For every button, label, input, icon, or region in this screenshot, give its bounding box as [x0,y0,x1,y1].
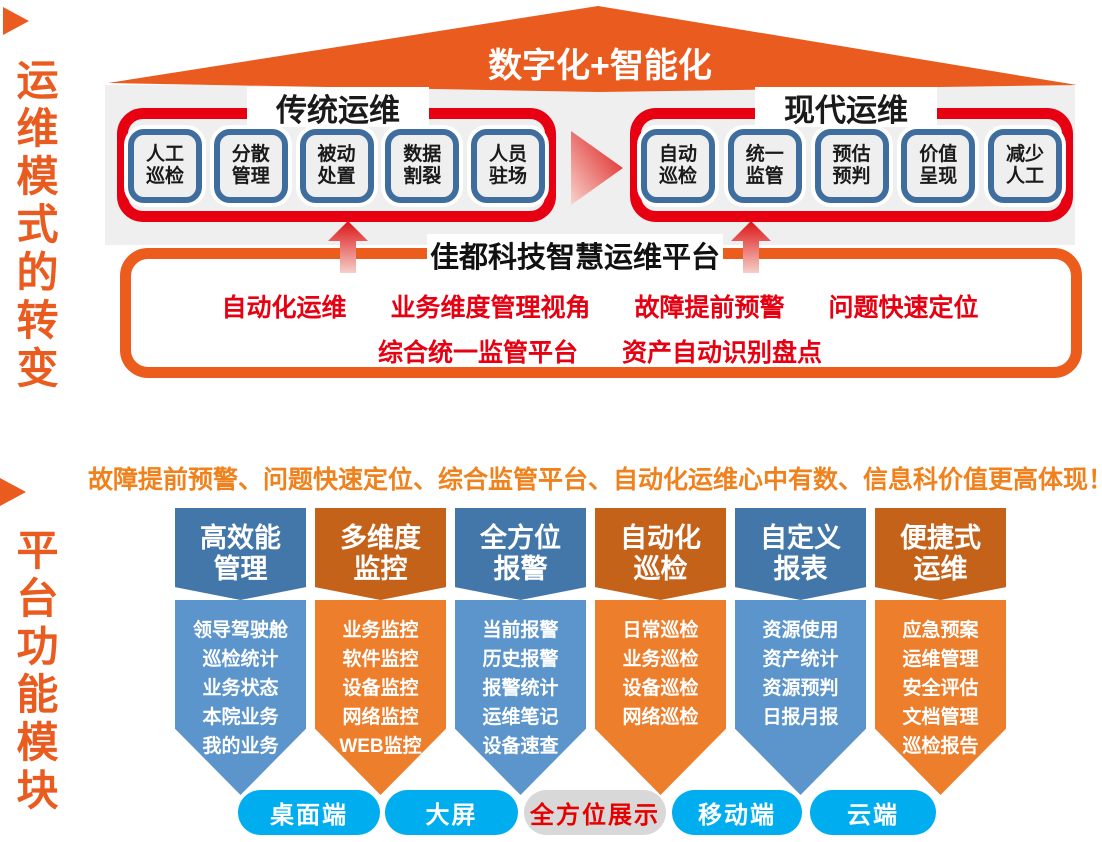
bottom-headline: 故障提前预警、问题快速定位、综合监管平台、自动化运维心中有数、信息科价值更高体现… [88,466,1102,494]
modern-ops-items: 自动巡检 统一监管 预估预判 价值呈现 减少人工 [641,129,1062,205]
modern-item: 统一监管 [727,129,802,203]
platform-title: 佳都科技智慧运维平台 [427,234,723,276]
feature: 故障提前预警 [634,294,785,322]
platform-features-row2: 综合统一监管平台 资产自动识别盘点 [135,333,1065,369]
column-custom-reports: 自定义报表 资源使用 资产统计 资源预判 日报月报 [735,508,866,795]
column-item: 业务巡检 [622,649,699,670]
platform-features-row1: 自动化运维 业务维度管理视角 故障提前预警 问题快速定位 [135,288,1065,324]
column-item: 软件监控 [342,649,419,670]
column-items: 业务监控 软件监控 设备监控 网络监控 WEB监控 [315,600,446,795]
column-item: 日常巡检 [622,620,699,641]
column-items: 日常巡检 业务巡检 设备巡检 网络巡检 [595,600,726,795]
modern-item: 自动巡检 [641,129,715,203]
section1-triangle-icon [3,7,29,35]
traditional-item: 人员驻场 [471,129,545,203]
traditional-item: 人工巡检 [128,129,202,203]
column-convenient-ops: 便捷式运维 应急预案 运维管理 安全评估 文档管理 巡检报告 [875,508,1006,795]
section2-title: 平台功能模块 [11,528,58,816]
column-item: 设备速查 [482,736,559,757]
column-header: 高效能管理 [175,508,306,600]
pill-bigscreen: 大屏 [385,790,518,835]
section2-triangle-icon [0,478,26,506]
traditional-item: 被动处置 [299,129,374,203]
traditional-item: 数据割裂 [385,129,460,203]
traditional-ops-title: 传统运维 [247,87,429,128]
column-item: 业务监控 [342,620,419,641]
column-item: 历史报警 [482,649,559,670]
pill-allround-display: 全方位展示 [524,790,666,835]
column-item: 设备监控 [342,678,419,699]
column-item: 报警统计 [482,678,559,699]
column-item: 资源预判 [762,678,839,699]
column-item: 运维笔记 [482,707,559,728]
column-item: 业务状态 [202,678,279,699]
column-allround-alerting: 全方位报警 当前报警 历史报警 报警统计 运维笔记 设备速查 [455,508,586,795]
column-header: 便捷式运维 [875,508,1006,600]
column-item: 当前报警 [482,620,559,641]
column-header: 自动化巡检 [595,508,726,600]
feature: 资产自动识别盘点 [622,339,823,367]
feature: 自动化运维 [221,294,347,322]
column-items: 资源使用 资产统计 资源预判 日报月报 [735,600,866,795]
roof-shape [108,6,1077,92]
column-items: 应急预案 运维管理 安全评估 文档管理 巡检报告 [875,600,1006,795]
modern-ops-title: 现代运维 [755,87,937,128]
traditional-ops-items: 人工巡检 分散管理 被动处置 数据割裂 人员驻场 [128,129,545,205]
up-arrow-icon [731,221,771,273]
column-items: 领导驾驶舱 巡检统计 业务状态 本院业务 我的业务 [175,600,306,795]
pill-desktop: 桌面端 [238,790,380,835]
column-automated-inspection: 自动化巡检 日常巡检 业务巡检 设备巡检 网络巡检 [595,508,726,795]
column-item: 我的业务 [202,736,279,757]
column-item: 资产统计 [762,649,839,670]
section1-title: 运维模式的转变 [11,58,58,394]
column-item: 安全评估 [902,678,979,699]
modern-item: 减少人工 [988,129,1062,203]
column-item: 文档管理 [902,707,979,728]
column-item: 日报月报 [762,707,839,728]
transition-arrow-icon [571,131,623,205]
column-efficient-management: 高效能管理 领导驾驶舱 巡检统计 业务状态 本院业务 我的业务 [175,508,306,795]
function-columns: 高效能管理 领导驾驶舱 巡检统计 业务状态 本院业务 我的业务 多维度监控 业务… [175,508,1006,795]
column-item: 设备巡检 [622,678,699,699]
pill-mobile: 移动端 [672,790,802,835]
column-multidim-monitoring: 多维度监控 业务监控 软件监控 设备监控 网络监控 WEB监控 [315,508,446,795]
column-items: 当前报警 历史报警 报警统计 运维笔记 设备速查 [455,600,586,795]
column-item: WEB监控 [339,736,422,757]
column-item: 网络巡检 [622,707,699,728]
column-item: 应急预案 [902,620,979,641]
feature: 综合统一监管平台 [377,339,578,367]
column-item: 巡检统计 [202,649,279,670]
modern-item: 预估预判 [814,129,889,203]
roof-label: 数字化+智能化 [488,47,712,85]
feature: 问题快速定位 [828,294,979,322]
modern-item: 价值呈现 [901,129,976,203]
traditional-item: 分散管理 [213,129,288,203]
column-header: 全方位报警 [455,508,586,600]
feature: 业务维度管理视角 [390,294,591,322]
column-header: 多维度监控 [315,508,446,600]
column-item: 资源使用 [762,620,839,641]
column-header: 自定义报表 [735,508,866,600]
column-item: 巡检报告 [902,736,979,757]
column-item: 本院业务 [202,707,279,728]
column-item: 网络监控 [342,707,419,728]
column-item: 运维管理 [902,649,979,670]
up-arrow-icon [328,221,368,273]
column-item: 领导驾驶舱 [192,620,288,641]
pill-cloud: 云端 [810,790,936,835]
